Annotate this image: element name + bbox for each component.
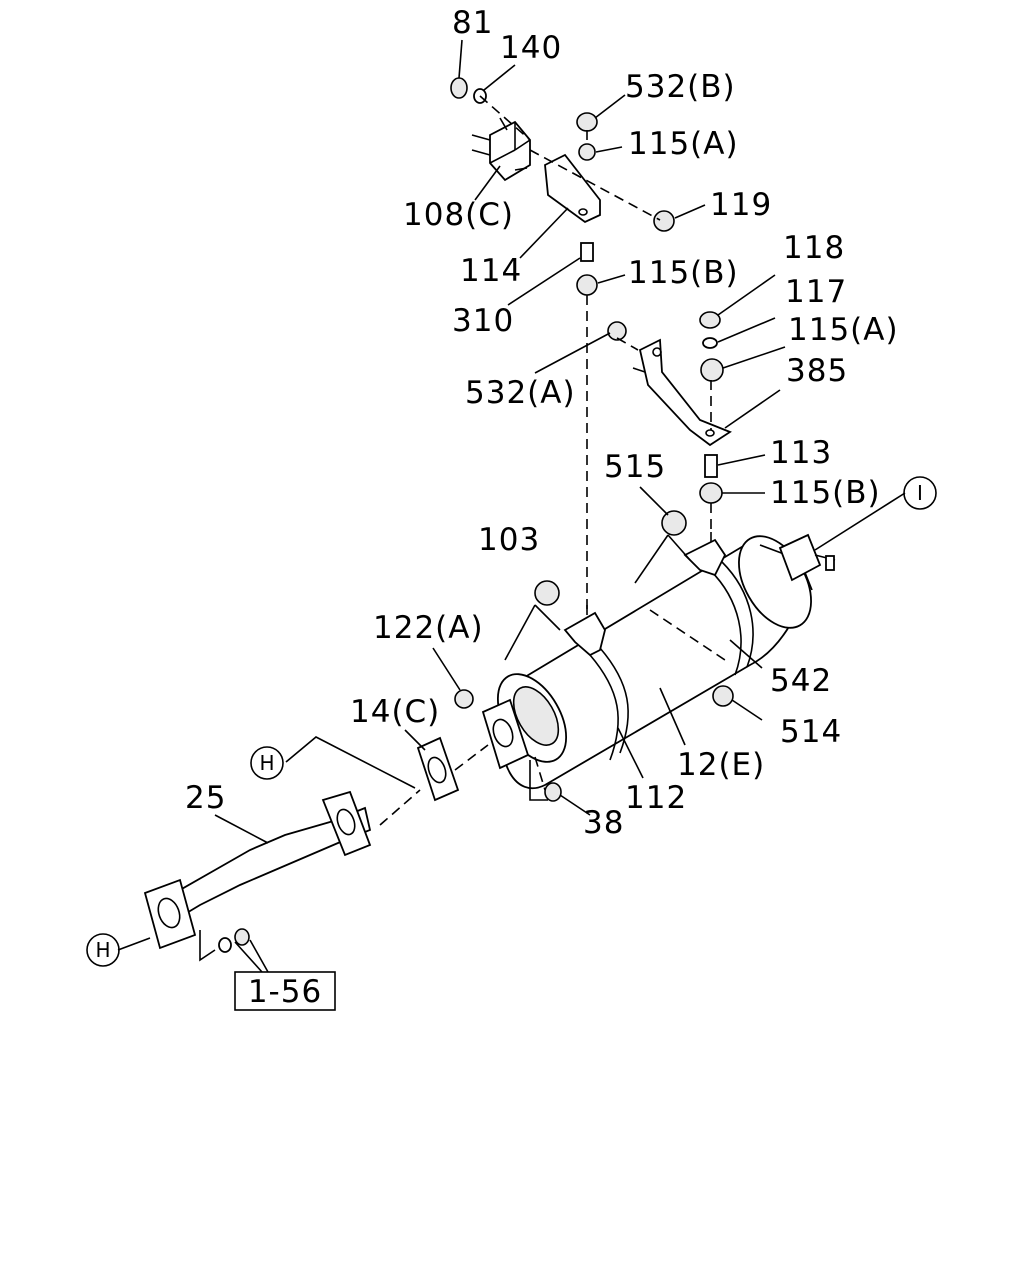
muffler-front-flange: [481, 698, 530, 770]
label-115b-right: 115(B): [770, 475, 881, 511]
nut-532b: [576, 112, 598, 132]
label-25: 25: [185, 780, 226, 816]
collar-113: [704, 454, 718, 478]
label-115b-top: 115(B): [628, 255, 739, 291]
label-115a-right: 115(A): [788, 312, 899, 348]
collar-310: [580, 242, 594, 262]
bushing-115b-top: [576, 274, 598, 296]
bracket-114: [544, 153, 601, 224]
plug-103: [534, 580, 560, 606]
front-pipe-25: [143, 790, 372, 950]
connector-I-right: I: [903, 476, 937, 510]
connector-H-bottom: H: [86, 933, 120, 967]
label-532a: 532(A): [465, 375, 576, 411]
label-542: 542: [770, 663, 832, 699]
connector-I-right-label: I: [917, 481, 923, 505]
label-532b: 532(B): [625, 69, 736, 105]
washer-117: [702, 337, 718, 349]
label-514: 514: [780, 714, 842, 750]
washer-1-56: [218, 937, 232, 953]
assembly-lines: [379, 95, 726, 826]
label-117: 117: [785, 274, 847, 310]
muffler-mount-brackets: [563, 532, 727, 657]
label-12e: 12(E): [677, 747, 765, 783]
hanger-rubber-108c: [471, 117, 531, 182]
part-labels: 81 140 532(B) 115(A) 108(C) 119 114 115(…: [185, 5, 899, 841]
label-14c: 14(C): [350, 694, 440, 730]
gasket-14c: [416, 736, 460, 802]
label-115a-top: 115(A): [628, 126, 739, 162]
label-310: 310: [452, 303, 514, 339]
nut-1-56: [234, 928, 250, 946]
label-103: 103: [478, 522, 540, 558]
muffler-silencer: [496, 533, 836, 789]
label-112: 112: [625, 780, 687, 816]
label-385: 385: [786, 353, 848, 389]
label-38: 38: [583, 805, 624, 841]
connector-H-bottom-label: H: [95, 938, 110, 962]
label-119: 119: [710, 187, 772, 223]
bushing-115a-top: [578, 143, 596, 161]
bracket-385: [632, 338, 732, 447]
label-81: 81: [452, 5, 493, 41]
label-114: 114: [460, 253, 522, 289]
nut-118: [699, 311, 721, 329]
label-108c: 108(C): [403, 197, 514, 233]
ref-box-label: 1-56: [248, 974, 322, 1010]
nut-514: [712, 685, 734, 707]
bushing-115b-right: [699, 482, 723, 504]
label-118: 118: [783, 230, 845, 266]
connector-H-top: H: [250, 746, 284, 780]
reference-box: 1-56: [234, 971, 336, 1011]
nut-532a: [607, 321, 627, 341]
bushing-115a-right: [700, 358, 724, 382]
plug-515: [661, 510, 687, 536]
nut-122a: [454, 689, 474, 709]
label-113: 113: [770, 435, 832, 471]
label-515: 515: [604, 449, 666, 485]
nut-38: [544, 782, 562, 802]
nut-119: [653, 210, 675, 232]
label-140: 140: [500, 30, 562, 66]
connector-H-top-label: H: [259, 751, 274, 775]
label-122a: 122(A): [373, 610, 484, 646]
leader-lines: [117, 39, 906, 973]
nut-81: [450, 77, 468, 99]
